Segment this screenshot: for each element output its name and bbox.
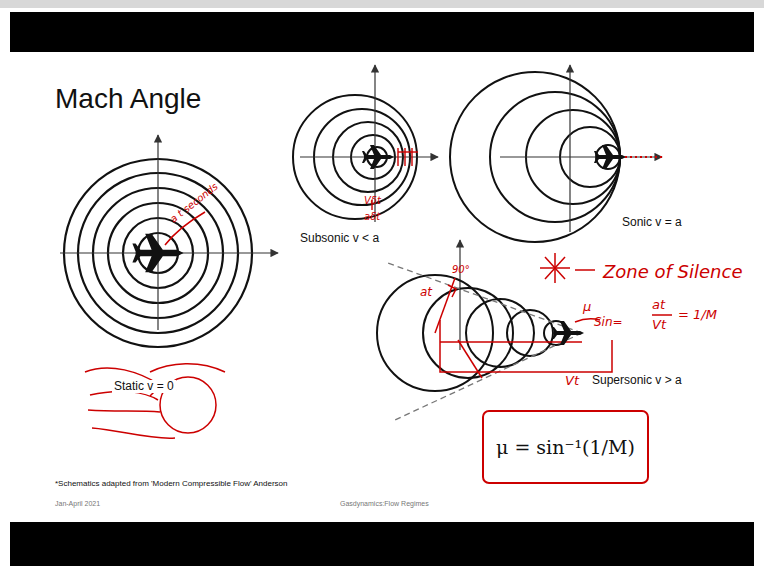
handwritten-note: = 1/M (678, 308, 717, 322)
slide-title: Mach Angle (55, 84, 201, 115)
handwritten-note: Vt (652, 318, 666, 332)
airplane (552, 321, 584, 345)
airplane (362, 145, 394, 169)
streamline-sketch (85, 364, 225, 439)
regime-label: Supersonic v > a (590, 374, 684, 387)
supersonic-axes (459, 240, 460, 350)
mach-cone (385, 262, 582, 420)
formula-text: μ = sin⁻¹(1/M) (496, 437, 635, 458)
static-axes (60, 135, 278, 330)
top-bar (10, 12, 754, 52)
regime-label: Sonic v = a (622, 216, 682, 229)
handwritten-note: Sin= (594, 316, 623, 329)
handwritten-note: Vt (565, 374, 579, 388)
regime-label: Subsonic v < a (300, 232, 379, 245)
airplane (132, 234, 183, 272)
handwritten-note: at (418, 286, 434, 299)
bottom-bar (10, 522, 754, 566)
footer-topic: Gasdynamics:Flow Regimes (340, 500, 429, 508)
top-strip (0, 0, 764, 8)
handwritten-note: Zone of Silence (603, 262, 743, 282)
handwritten-note: μ (583, 300, 591, 314)
sonic-front (625, 156, 665, 158)
regime-label: Static v = 0 (112, 380, 176, 393)
footnote: *Schematics adapted from 'Modern Compres… (55, 480, 288, 489)
sonic-axes (500, 65, 662, 232)
supersonic-waves (377, 275, 568, 391)
handwritten-note: 90° (452, 264, 470, 275)
handwritten-note: at (652, 298, 665, 312)
subsonic-axes (300, 65, 438, 222)
handwritten-note: Vδt (364, 195, 381, 206)
handwritten-note: aδt (364, 211, 380, 222)
footer-date: Jan-April 2021 (55, 500, 100, 508)
airplane (594, 145, 626, 169)
formula-box: μ = sin⁻¹(1/M) (482, 410, 649, 484)
